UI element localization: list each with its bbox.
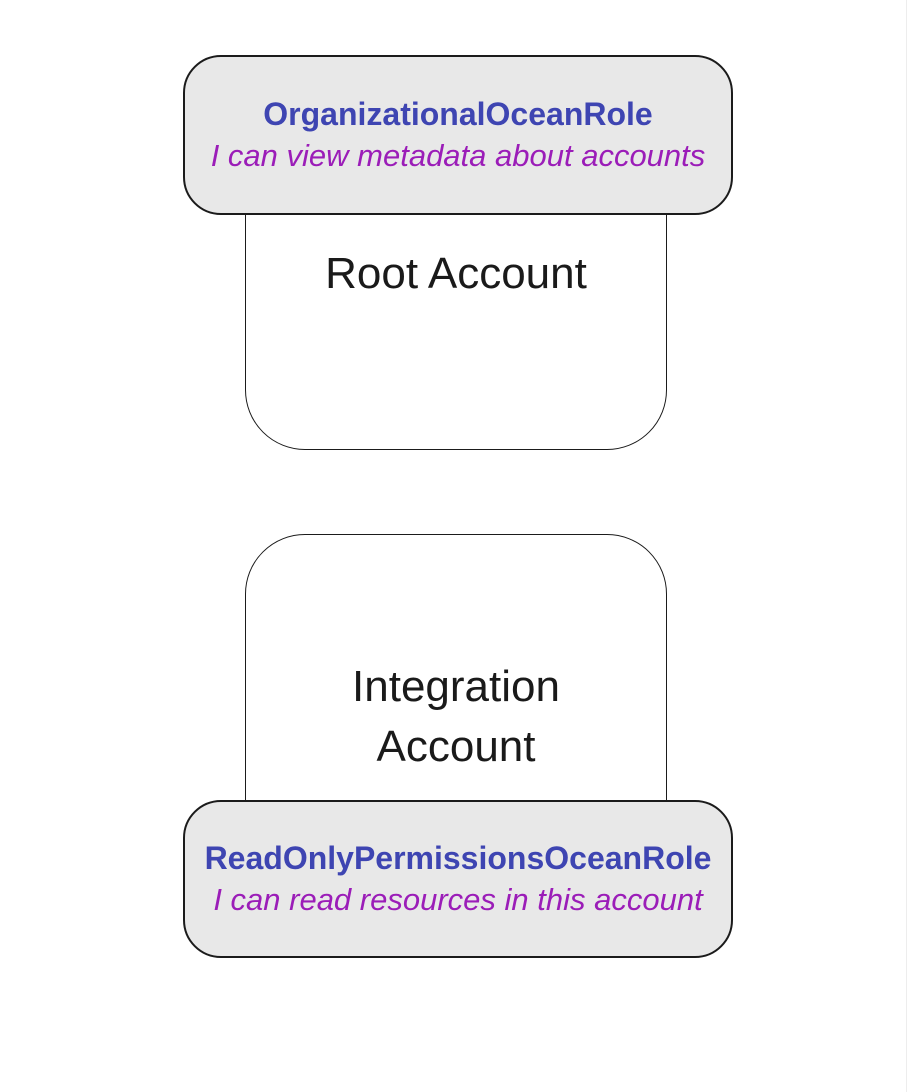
root-account-label: Root Account — [325, 249, 587, 298]
role-description: I can read resources in this account — [213, 882, 703, 917]
readonly-role-badge: ReadOnlyPermissionsOceanRole I can read … — [183, 800, 733, 958]
role-name: OrganizationalOceanRole — [263, 96, 653, 132]
page-edge-line — [906, 0, 907, 1092]
organizational-role-badge: OrganizationalOceanRole I can view metad… — [183, 55, 733, 215]
integration-account-label: Integration Account — [352, 662, 560, 771]
role-name: ReadOnlyPermissionsOceanRole — [204, 840, 712, 876]
role-description: I can view metadata about accounts — [210, 138, 706, 173]
